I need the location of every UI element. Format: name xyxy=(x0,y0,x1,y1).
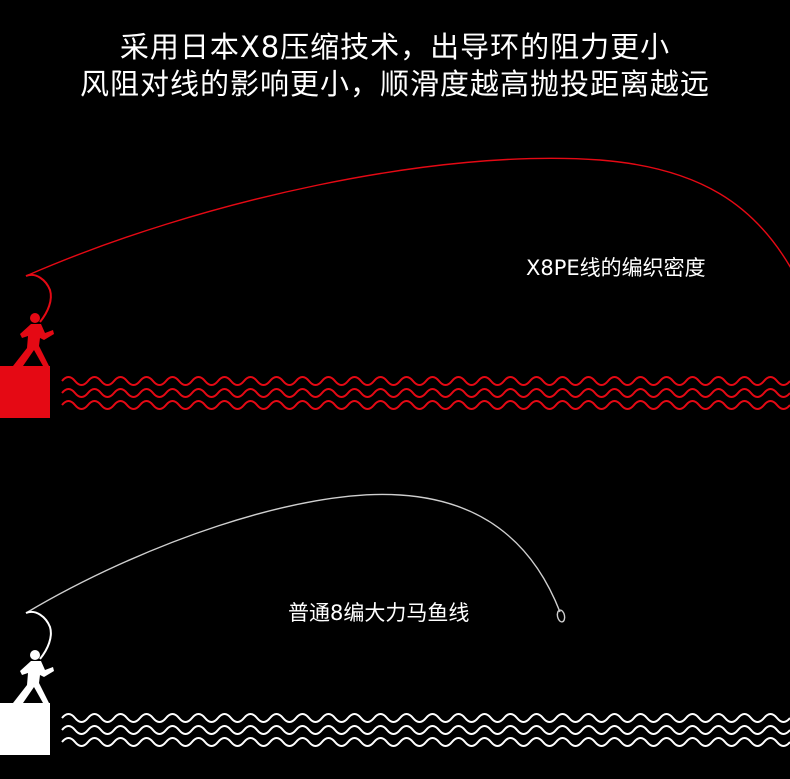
ordinary-panel xyxy=(0,493,790,755)
headline-line-1: 采用日本X8压缩技术，出导环的阻力更小 xyxy=(119,30,671,64)
angler-silhouette-icon xyxy=(13,650,54,703)
wave-icon xyxy=(61,713,790,747)
x8-panel xyxy=(0,157,790,418)
lure-icon xyxy=(556,609,566,623)
angler-silhouette-icon xyxy=(13,313,54,366)
wave-icon xyxy=(61,376,790,410)
pier-block-icon xyxy=(0,703,50,755)
x8-fishing-rod xyxy=(25,274,52,323)
x8-casting-line xyxy=(25,157,790,277)
ordinary-line-label: 普通8编大力马鱼线 xyxy=(288,601,470,625)
ordinary-fishing-rod xyxy=(25,611,52,660)
ordinary-casting-line xyxy=(25,493,561,614)
pier-block-icon xyxy=(0,366,50,418)
headline-line-2: 风阻对线的影响更小，顺滑度越高抛投距离越远 xyxy=(79,67,710,101)
x8-line-label: X8PE线的编织密度 xyxy=(526,256,706,280)
